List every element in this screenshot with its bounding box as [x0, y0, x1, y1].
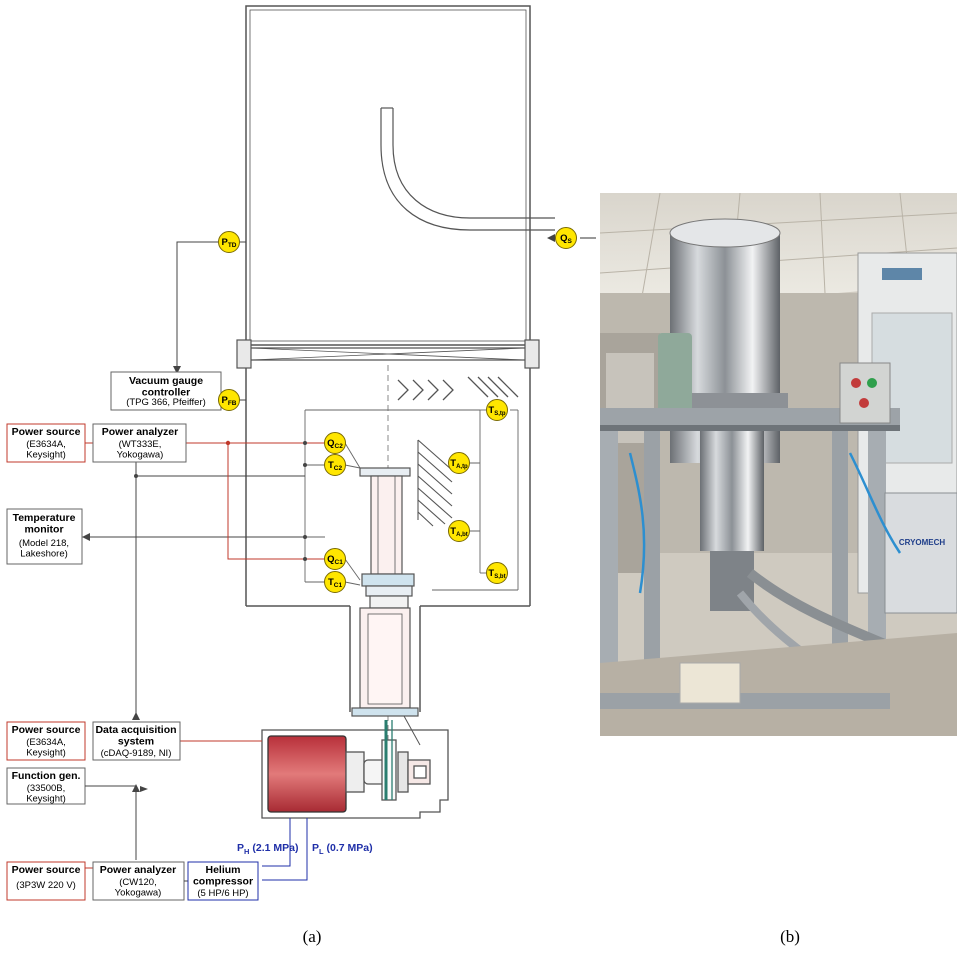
svg-text:TC2: TC2	[328, 460, 343, 472]
sensor-qc2: QC2	[324, 432, 346, 454]
caption-a: (a)	[303, 927, 322, 946]
svg-text:TS,bt: TS,bt	[488, 568, 505, 580]
svg-text:TA,bt: TA,bt	[450, 526, 467, 538]
sensor-qs: QS	[555, 227, 577, 249]
svg-text:PTD: PTD	[221, 237, 236, 249]
arrow-to-daq	[132, 712, 140, 720]
sensor-pfb: PFB	[218, 389, 240, 411]
function-gen-box: Function gen. (33500B,Keysight)	[6, 767, 86, 805]
cold-head	[351, 467, 419, 717]
svg-text:PFB: PFB	[221, 395, 236, 407]
radiation-baffles	[397, 376, 519, 401]
junction-dot	[303, 557, 307, 561]
box-model: (CW120,Yokogawa)	[115, 877, 162, 898]
box-model: (WT333E,Yokogawa)	[117, 439, 164, 460]
junction-dot	[225, 440, 231, 446]
box-title: Power source	[12, 864, 81, 876]
box-model: (TPG 366, Pfeiffer)	[126, 397, 206, 408]
sensor-tc2: TC2	[324, 454, 346, 476]
power-source-1-box: Power source (E3634A,Keysight)	[6, 423, 86, 463]
pressure-high-label: PH (2.1 MPa)	[237, 842, 298, 856]
arrow-to-temp-monitor	[82, 533, 90, 541]
arrow-qs	[547, 234, 555, 242]
brand-label: CRYOMECH	[899, 538, 946, 547]
box-model: (E3634A,Keysight)	[26, 439, 66, 460]
vessel-flange	[236, 339, 540, 369]
lab-photo-illustration: CRYOMECH	[600, 193, 957, 736]
junction-dot	[303, 463, 307, 467]
sensor-qc1: QC1	[324, 548, 346, 570]
arrow-to-gauge	[173, 366, 181, 374]
drive-unit	[261, 715, 449, 819]
caption-b: (b)	[780, 927, 800, 946]
box-title: Power source	[12, 724, 81, 736]
junction-dot	[303, 535, 307, 539]
lab-photo: CRYOMECH	[600, 193, 957, 736]
svg-text:TC1: TC1	[328, 577, 343, 589]
box-model: (33500B,Keysight)	[26, 783, 66, 804]
pressure-low-label: PL (0.7 MPa)	[312, 842, 373, 856]
junction-dot	[134, 787, 138, 791]
svg-text:TS,tp: TS,tp	[488, 405, 505, 417]
arrow-func-right	[140, 786, 148, 792]
box-title: Function gen.	[12, 770, 81, 782]
svg-text:QS: QS	[560, 233, 572, 245]
sensor-ptd: PTD	[218, 231, 240, 253]
inlet-pipe	[380, 107, 596, 239]
power-analyzer-2-box: Power analyzer (CW120,Yokogawa)	[92, 861, 185, 901]
helium-lines	[262, 818, 308, 881]
power-source-2-box: Power source (E3634A,Keysight)	[6, 721, 86, 761]
power-analyzer-1-box: Power analyzer (WT333E,Yokogawa)	[92, 423, 187, 463]
sensor-tabt: TA,bt	[448, 520, 470, 542]
box-title: Power analyzer	[102, 426, 178, 438]
sensor-tstp: TS,tp	[486, 399, 508, 421]
box-model: (cDAQ-9189, NI)	[101, 748, 172, 759]
power-source-3-box: Power source (3P3W 220 V)	[6, 861, 86, 901]
sensor-tatp: TA,tp	[448, 452, 470, 474]
junction-dot	[134, 474, 138, 478]
box-title: Power source	[12, 426, 81, 438]
svg-text:QC2: QC2	[327, 438, 343, 450]
box-model: (5 HP/6 HP)	[197, 888, 248, 899]
box-model: (E3634A,Keysight)	[26, 737, 66, 758]
box-model: (3P3W 220 V)	[16, 880, 76, 891]
box-title: Power analyzer	[100, 864, 176, 876]
junction-dot	[303, 441, 307, 445]
svg-text:TA,tp: TA,tp	[450, 458, 468, 470]
svg-text:QC1: QC1	[327, 554, 343, 566]
sensor-tsbt: TS,bt	[486, 562, 508, 584]
box-model: (Model 218,Lakeshore)	[19, 538, 69, 559]
sensor-tc1: TC1	[324, 571, 346, 593]
radiation-shield-hatch	[417, 439, 453, 527]
